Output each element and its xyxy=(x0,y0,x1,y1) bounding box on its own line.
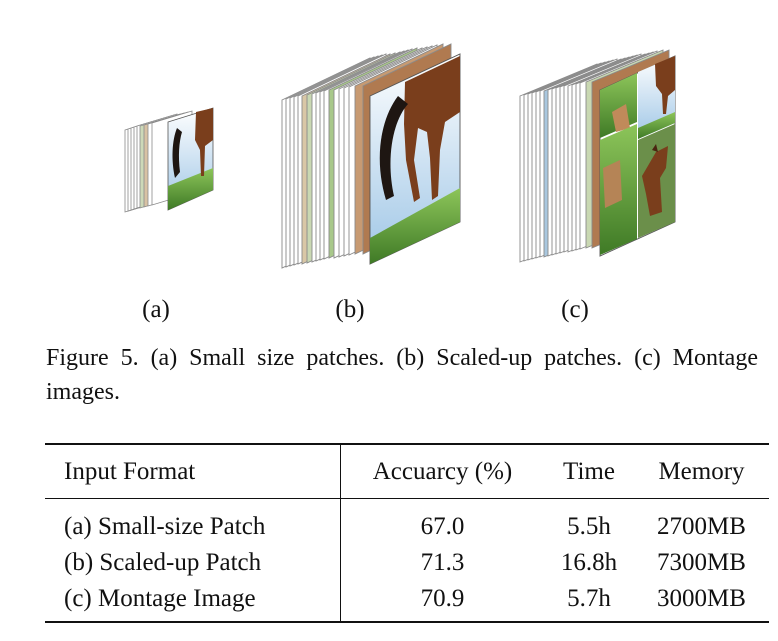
cell-memory: 2700MB xyxy=(634,499,769,546)
subfigure-label-a: (a) xyxy=(142,296,170,324)
cell-accuracy: 71.3 xyxy=(341,545,545,581)
table-row: (b) Scaled-up Patch 71.3 16.8h 7300MB xyxy=(45,545,769,581)
cell-time: 5.7h xyxy=(544,581,634,622)
table-row: (c) Montage Image 70.9 5.7h 3000MB xyxy=(45,581,769,622)
header-memory: Memory xyxy=(634,444,769,499)
stack-a-small-patches xyxy=(125,108,213,212)
cell-time: 16.8h xyxy=(544,545,634,581)
table-row: (a) Small-size Patch 67.0 5.5h 2700MB xyxy=(45,499,769,546)
cell-input-format: (b) Scaled-up Patch xyxy=(45,545,341,581)
cell-input-format: (a) Small-size Patch xyxy=(45,499,341,546)
subfigure-label-c: (c) xyxy=(561,296,589,324)
header-input-format: Input Format xyxy=(45,444,341,499)
stack-a-front-patch xyxy=(168,108,213,210)
cell-accuracy: 67.0 xyxy=(341,499,545,546)
cell-time: 5.5h xyxy=(544,499,634,546)
stack-b-scaled-up-patches xyxy=(282,44,460,268)
results-table: Input Format Accuarcy (%) Time Memory (a… xyxy=(45,443,769,623)
stack-c-montage-images xyxy=(520,50,675,262)
subfigure-label-b: (b) xyxy=(335,296,364,324)
cell-memory: 7300MB xyxy=(634,545,769,581)
cell-memory: 3000MB xyxy=(634,581,769,622)
figure-caption: Figure 5. (a) Small size patches. (b) Sc… xyxy=(46,341,758,409)
stack-c-front-montage xyxy=(600,56,675,256)
figure-5-illustration xyxy=(0,0,778,300)
cell-input-format: (c) Montage Image xyxy=(45,581,341,622)
header-time: Time xyxy=(544,444,634,499)
table-header-row: Input Format Accuarcy (%) Time Memory xyxy=(45,444,769,499)
header-accuracy: Accuarcy (%) xyxy=(341,444,545,499)
cell-accuracy: 70.9 xyxy=(341,581,545,622)
